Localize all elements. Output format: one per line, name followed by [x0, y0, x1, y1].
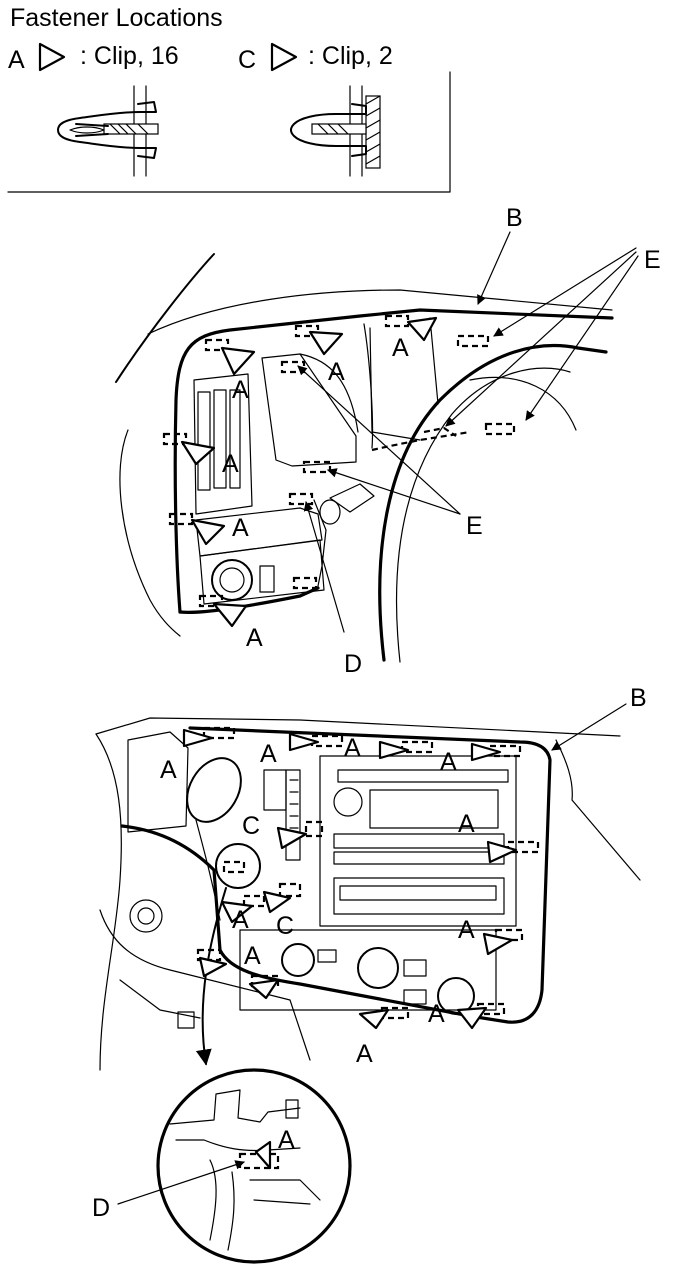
clip-a-illustration — [57, 85, 159, 177]
callout-a: A — [244, 942, 261, 970]
middle-view-callouts: A A A A A A B E E D — [222, 204, 661, 678]
detail-zoom-view: A D — [92, 1068, 352, 1264]
callout-c: C — [242, 812, 260, 840]
detail-zoom-circle — [156, 1068, 352, 1264]
callout-e: E — [466, 512, 483, 540]
callout-a: A — [232, 376, 249, 404]
center-dashboard-view — [95, 717, 641, 1071]
lower-view-callouts: A A A A A A A A A A C C B — [160, 684, 647, 1068]
callout-a: A — [440, 748, 457, 776]
callout-a: A — [160, 756, 177, 784]
callout-a: A — [246, 624, 263, 652]
callout-e: E — [644, 246, 661, 274]
callout-a: A — [356, 1040, 373, 1068]
callout-a: A — [232, 906, 249, 934]
callout-a: A — [328, 358, 345, 386]
callout-a: A — [260, 740, 277, 768]
clip-a-symbol-icon — [38, 42, 66, 72]
callout-c: C — [276, 912, 294, 940]
legend-c-text: : Clip, 2 — [308, 42, 393, 70]
callout-d: D — [92, 1194, 110, 1222]
callout-a: A — [278, 1126, 295, 1154]
legend-clip-a: A : Clip, 16 — [8, 42, 179, 74]
callout-a: A — [458, 916, 475, 944]
callout-a: A — [232, 514, 249, 542]
legend-frame — [7, 71, 451, 193]
clip-c-illustration — [290, 85, 381, 177]
callout-b: B — [630, 684, 647, 712]
legend-a-text: : Clip, 16 — [80, 42, 179, 70]
diagram-title: Fastener Locations — [10, 4, 223, 32]
callout-a: A — [458, 810, 475, 838]
legend-clip-c: C : Clip, 2 — [238, 42, 393, 74]
callout-a: A — [428, 1000, 445, 1028]
callout-a: A — [222, 450, 239, 478]
detail-marker-circle — [215, 843, 261, 889]
clip-c-symbol-icon — [270, 42, 298, 72]
callout-a: A — [392, 334, 409, 362]
callout-d: D — [344, 650, 362, 678]
legend-a-letter: A — [8, 46, 25, 74]
steering-wheel-rim — [378, 344, 608, 662]
driver-side-dashboard-view — [115, 253, 614, 663]
callout-a: A — [344, 734, 361, 762]
legend-c-letter: C — [238, 46, 256, 74]
center-panel-b-outline — [120, 726, 552, 1024]
panel-b-outline — [173, 308, 614, 614]
callout-b: B — [506, 204, 523, 232]
